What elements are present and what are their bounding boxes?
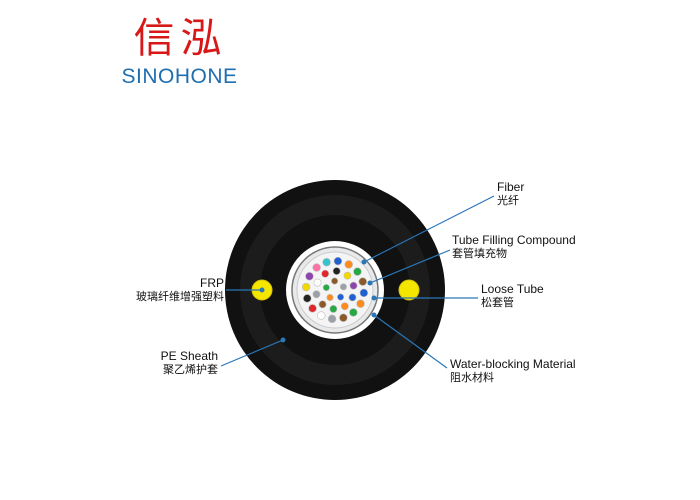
leader-dot-fiber	[361, 259, 367, 265]
optical-fiber	[327, 314, 337, 324]
label-loose-tube-cn: 松套管	[481, 296, 514, 309]
label-fiber-cn: 光纤	[497, 194, 519, 207]
optical-fiber	[331, 277, 339, 285]
optical-fiber	[333, 256, 343, 266]
leader-line-water-blocking	[373, 314, 448, 369]
optical-fiber	[349, 308, 358, 317]
label-frp: FRP 玻璃纤维增强塑料	[136, 276, 224, 304]
optical-fiber	[301, 282, 311, 292]
label-pe-sheath-en: PE Sheath	[160, 349, 218, 363]
optical-fiber	[326, 293, 334, 301]
optical-fiber	[313, 278, 322, 287]
optical-fiber	[312, 263, 321, 272]
label-pe-sheath-cn: 聚乙烯护套	[163, 363, 218, 376]
label-filling-cn: 套管填充物	[452, 247, 507, 260]
optical-fiber	[303, 294, 312, 303]
leader-dot-filling	[367, 280, 373, 286]
optical-fiber	[337, 293, 345, 301]
leader-dot-water-blocking	[371, 312, 377, 318]
label-frp-en: FRP	[200, 276, 224, 290]
optical-fiber	[322, 258, 331, 267]
optical-fiber	[340, 302, 349, 311]
label-tube-filling-compound: Tube Filling Compound 套管填充物	[452, 233, 576, 261]
leader-dot-loose-tube	[371, 295, 377, 301]
label-water-blocking: Water-blocking Material 阻水材料	[450, 357, 576, 385]
optical-fiber	[353, 267, 362, 276]
label-loose-tube-en: Loose Tube	[481, 282, 544, 296]
optical-fiber	[318, 300, 327, 309]
label-fiber-en: Fiber	[497, 180, 525, 194]
label-loose-tube: Loose Tube 松套管	[481, 282, 544, 310]
optical-fiber	[359, 288, 369, 298]
logo-english-name: SINOHONE	[121, 65, 238, 88]
fiber-bundle	[301, 256, 369, 324]
logo-chinese-name: 信泓	[133, 14, 228, 62]
label-water-blocking-en: Water-blocking Material	[450, 357, 576, 371]
optical-fiber	[344, 260, 353, 269]
optical-fiber	[322, 284, 330, 292]
optical-fiber	[308, 304, 317, 313]
label-water-blocking-cn: 阻水材料	[450, 371, 494, 384]
label-frp-cn: 玻璃纤维增强塑料	[136, 290, 224, 303]
optical-fiber	[339, 283, 347, 291]
optical-fiber	[312, 290, 321, 299]
optical-fiber	[317, 311, 326, 320]
optical-fiber	[343, 271, 352, 280]
leader-line-filling	[369, 249, 451, 284]
leader-dot-pe-sheath	[280, 337, 286, 343]
frp-right	[398, 279, 420, 301]
optical-fiber	[358, 277, 367, 286]
leader-line-pe-sheath	[220, 339, 284, 367]
optical-fiber	[321, 269, 330, 278]
optical-fiber	[356, 299, 365, 308]
optical-fiber	[329, 305, 338, 313]
optical-fiber	[348, 293, 357, 302]
label-pe-sheath: PE Sheath 聚乙烯护套	[161, 349, 218, 377]
leader-line-fiber	[363, 195, 495, 263]
optical-fiber	[332, 267, 341, 275]
label-fiber: Fiber 光纤	[497, 180, 524, 208]
label-filling-en: Tube Filling Compound	[452, 233, 576, 247]
optical-fiber	[305, 272, 314, 281]
brand-logo: 信泓 SINOHONE	[112, 14, 247, 94]
optical-fiber	[349, 281, 358, 290]
leader-dot-frp	[259, 287, 265, 293]
optical-fiber	[339, 313, 348, 322]
